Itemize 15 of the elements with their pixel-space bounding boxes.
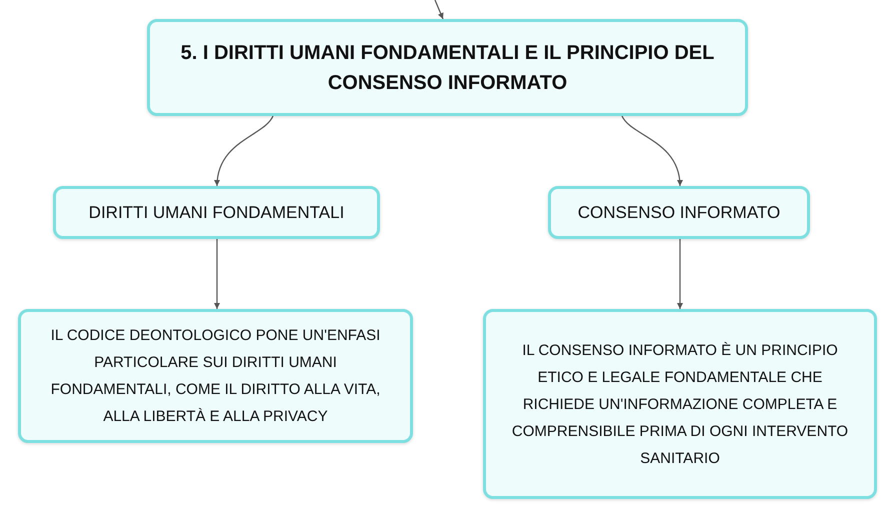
topic-text: 5. I DIRITTI UMANI FONDAMENTALI E IL PRINCIPIO DEL CONSENSO INFORMATO xyxy=(180,40,716,96)
topic-box xyxy=(483,309,877,499)
topic-text: DIRITTI UMANI FONDAMENTALI xyxy=(88,202,346,224)
topic-text: IL CONSENSO INFORMATO È UN PRINCIPIO ETICO E LEGALE FONDAMENTALE CHE RICHIEDE UN'INFORMAZIONE COMPLETA E COMPRENSIBILE PRIMA DI OGNI INTERVENTO SANITARIO xyxy=(510,340,850,468)
arrow xyxy=(677,239,683,309)
topic-box xyxy=(53,186,380,239)
topic-box xyxy=(18,309,413,443)
topic-box xyxy=(147,19,748,116)
arrow xyxy=(622,116,682,186)
topic-text: CONSENSO INFORMATO xyxy=(576,202,782,224)
arrow xyxy=(214,239,220,309)
topic-box xyxy=(548,186,810,239)
topic-text: IL CODICE DEONTOLOGICO PONE UN'ENFASI PARTICOLARE SUI DIRITTI UMANI FONDAMENTALI, COME IL DIRITTO ALLA VITA, ALLA LIBERTÀ E ALLA PRIVACY xyxy=(50,326,382,427)
arrow xyxy=(434,0,444,20)
arrow xyxy=(214,116,274,186)
